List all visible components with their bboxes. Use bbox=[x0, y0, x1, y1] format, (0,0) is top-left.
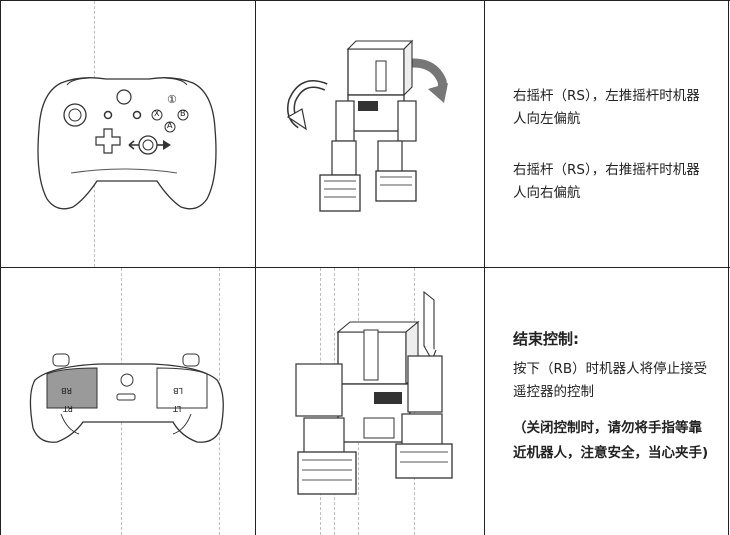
button-b-label: B bbox=[180, 109, 186, 118]
marker-label: ① bbox=[167, 93, 177, 106]
controller-front-cell: ① X B A bbox=[1, 1, 255, 267]
stop-instruction: 按下（RB）时机器人将停止接受遥控器的控制 bbox=[513, 361, 708, 400]
table-border-row bbox=[0, 267, 730, 268]
robot-stop-cell bbox=[256, 268, 484, 535]
rb-label: RB bbox=[61, 386, 73, 395]
safety-warning: （关闭控制时，请勿将手指等靠近机器人，注意安全，当心夹手) bbox=[513, 420, 709, 461]
lt-label: LT bbox=[173, 404, 182, 413]
section-title: 结束控制: bbox=[513, 330, 579, 348]
controller-front-illustration bbox=[37, 77, 217, 210]
robot-yaw-cell bbox=[256, 1, 484, 267]
instruction-left-yaw: 右摇杆（RS），左推摇杆时机器人向左偏航 bbox=[513, 88, 700, 127]
robot-yaw-illustration bbox=[286, 39, 448, 212]
controller-back-illustration bbox=[29, 353, 224, 443]
stop-instruction-cell: 结束控制: 按下（RB）时机器人将停止接受遥控器的控制 （关闭控制时，请勿将手指… bbox=[485, 268, 728, 535]
controller-back-cell: RB LB RT LT bbox=[1, 268, 255, 535]
table-border-top bbox=[0, 0, 730, 1]
yaw-instruction-cell: 右摇杆（RS），左推摇杆时机器人向左偏航 右摇杆（RS），右推摇杆时机器人向右偏… bbox=[485, 1, 728, 267]
lb-label: LB bbox=[173, 386, 183, 395]
button-x-label: X bbox=[154, 109, 160, 118]
rt-label: RT bbox=[63, 404, 73, 413]
instruction-right-yaw: 右摇杆（RS），右推摇杆时机器人向右偏航 bbox=[513, 162, 700, 201]
button-a-label: A bbox=[167, 121, 173, 130]
robot-stop-illustration bbox=[295, 290, 453, 495]
